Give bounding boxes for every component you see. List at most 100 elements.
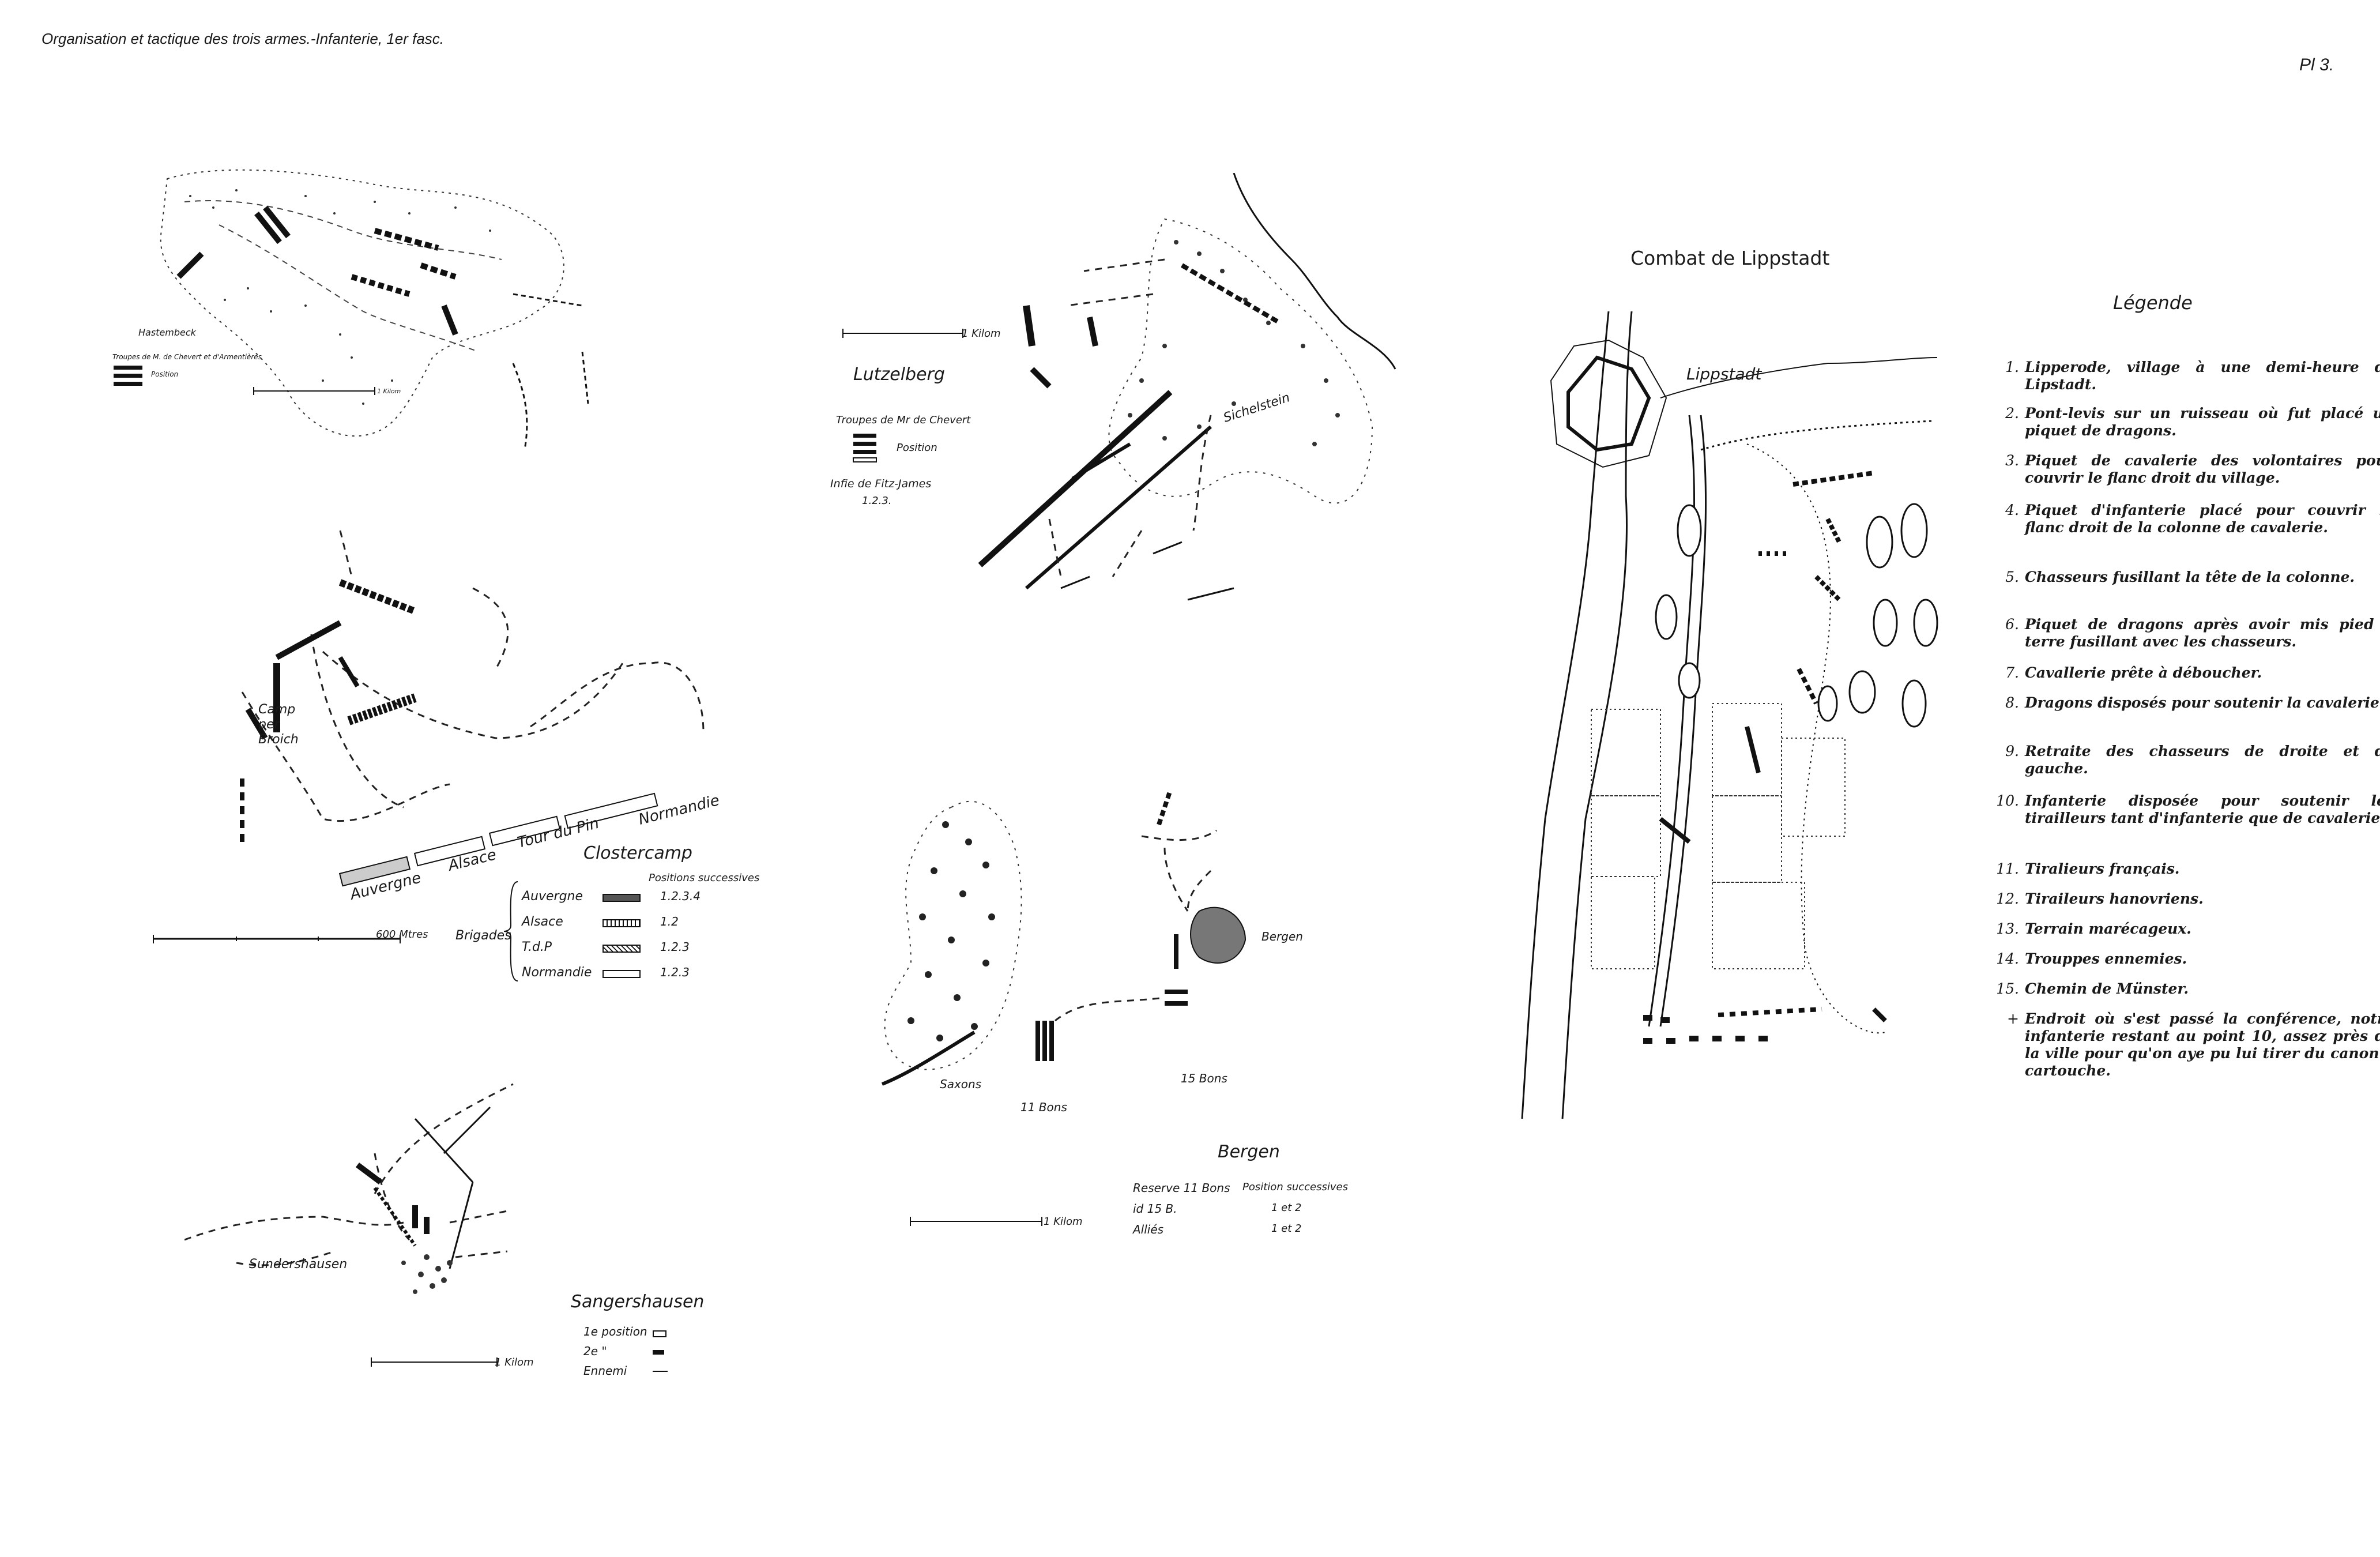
legend-item-text: Retraite des chasseurs de droite et de g… (2025, 743, 2380, 777)
bergen-saxons-line (881, 1031, 976, 1086)
bergen-scale-bar (910, 1217, 1042, 1226)
brigade-positions: 1.2.3 (660, 965, 690, 979)
lutzelberg-troops: Troupes de Mr de Chevert (836, 414, 971, 426)
lippstadt-marsh-clumps (1655, 503, 1938, 728)
legend-item: 9. Retraite des chasseurs de droite et de… (2005, 743, 2380, 777)
sangershausen-map (184, 1083, 514, 1294)
hastembeck-wood-outline (160, 169, 564, 437)
legend-item-text: Piquet d'infanterie placé pour couvrir l… (2025, 502, 2380, 536)
hastembeck-title: Hastembeck (138, 327, 196, 338)
enemy-symbol (653, 1371, 668, 1372)
brigade-name: Normandie (522, 965, 592, 980)
sangershausen-scale-label: 1 Kilom (495, 1356, 534, 1368)
lippstadt-troop-positions (1659, 471, 1887, 1022)
lippstadt-road (1648, 415, 1696, 1027)
lutzelberg-scale-bar (842, 329, 963, 338)
bergen-trees (907, 821, 995, 1041)
legend-item-text: Terrain marécageux. (2025, 920, 2191, 937)
sangershausen-town-label: Sundershausen (249, 1257, 348, 1272)
lutzelberg-position-label: Position (897, 442, 937, 454)
brigade-name: T.d.P (522, 940, 552, 954)
brigade-positions: 1.2.3 (660, 940, 690, 954)
sangershausen-legend-label: 1e position (583, 1325, 647, 1338)
legend-item-number: 4. (2005, 502, 2019, 518)
bergen-legend-row: id 15 B. 1 et 2 (1133, 1202, 1375, 1223)
brigade-symbol-normandie (602, 970, 641, 978)
bergen-map (881, 789, 1247, 1086)
legend-item-number: 9. (2005, 743, 2019, 759)
legend-item-number: 3. (2005, 452, 2019, 469)
lutzelberg-enemy-marks (1060, 541, 1234, 601)
lutzelberg-fitz-positions: 1.2.3. (862, 495, 892, 507)
legend-item-number: 8. (2005, 694, 2019, 711)
brigade-row: Alsace 1.2 (522, 912, 741, 938)
lutzelberg-trees (1128, 240, 1340, 446)
bergen-legend-desc: 1 et 2 (1271, 1223, 1302, 1235)
clostercamp-scale-label: 600 Mtres (376, 928, 428, 941)
bergen-town-block (1190, 907, 1247, 964)
legend-item-text: Tiraileurs hanovriens. (2025, 890, 2204, 907)
lippstadt-legend: 1.Lipperode, village à une demi-heure de… (1996, 359, 2380, 1120)
clostercamp-map: Auvergne Alsace Tour du Pin Normandie (240, 530, 721, 904)
legend-item: 2.Pont-levis sur un ruisseau où fut plac… (2005, 405, 2380, 439)
bergen-routes (1055, 829, 1217, 1022)
sangershausen-legend: 1e position 2e " Ennemi (583, 1325, 699, 1383)
lippstadt-river-west (1521, 311, 1610, 1119)
legend-item-number: + (2007, 1010, 2019, 1027)
legend-item: 10.Infanterie disposée pour soutenir les… (1996, 792, 2380, 827)
bergen-legend-label: Alliés (1133, 1223, 1164, 1236)
clostercamp-brigades-label: Brigades (455, 928, 511, 943)
sangershausen-legend-label: Ennemi (583, 1364, 627, 1378)
legend-item: 6.Piquet de dragons après avoir mis pied… (2005, 616, 2380, 650)
hastembeck-troops: Troupes de M. de Chevert et d'Armentière… (112, 353, 262, 361)
legend-item-number: 14. (1996, 950, 2019, 967)
hastembeck-scale-bar (253, 387, 375, 395)
bergen-15-bons-label: 15 Bons (1181, 1071, 1227, 1085)
clostercamp-positions (240, 579, 417, 842)
sangershausen-troop-positions (356, 1163, 430, 1247)
plate-number: Pl 3. (2299, 55, 2334, 74)
sangershausen-routes (184, 1083, 514, 1266)
legend-item: 8. Dragons disposés pour soutenir la cava… (2005, 694, 2380, 712)
bergen-scale-label: 1 Kilom (1044, 1216, 1083, 1228)
lippstadt-river-east (1561, 311, 1633, 1119)
legend-item-number: 2. (2005, 405, 2019, 422)
lippstadt-road-2 (1659, 415, 1707, 1027)
brigade-symbol-auvergne (602, 894, 641, 902)
clostercamp-brace (503, 881, 518, 981)
legend-item: 14.Trouppes ennemies. (1996, 950, 2380, 968)
first-position-symbol (653, 1330, 666, 1337)
plate-header-title: Organisation et tactique des trois armes… (42, 30, 445, 47)
legend-item: +Endroit où s'est passé la conférence, n… (2007, 1010, 2380, 1080)
bergen-legend-row: Alliés 1 et 2 (1133, 1223, 1375, 1243)
legend-item: 3.Piquet de cavalerie des volontaires po… (2005, 452, 2380, 487)
sangershausen-title: Sangershausen (571, 1292, 705, 1312)
brigade-positions: 1.2.3.4 (660, 889, 701, 903)
clostercamp-camp-label: Camp per Broich (258, 702, 299, 747)
brigade-row: T.d.P 1.2.3 (522, 938, 741, 963)
lippstadt-fortress-outer (1550, 339, 1667, 468)
legend-item: 1.Lipperode, village à une demi-heure de… (2005, 359, 2380, 393)
legend-item-number: 13. (1996, 920, 2019, 937)
legend-item-text: Lipperode, village à une demi-heure de L… (2025, 359, 2380, 393)
clostercamp-title: Clostercamp (583, 843, 692, 863)
clostercamp-routes (241, 530, 705, 822)
lippstadt-marsh-boundary (1746, 443, 1886, 1034)
bergen-legend-desc: 1 et 2 (1271, 1202, 1302, 1214)
bergen-legend: Reserve 11 Bons Position successives id … (1133, 1181, 1375, 1243)
legend-item: 7.Cavallerie prête à déboucher. (2005, 664, 2380, 682)
brigade-symbol-alsace (602, 919, 641, 927)
hastembeck-map (160, 169, 589, 450)
brigade-row: Auvergne 1.2.3.4 (522, 887, 741, 912)
hastembeck-road (184, 200, 502, 260)
brigade-name: Auvergne (522, 889, 583, 904)
legend-item: 13. Terrain marécageux. (1996, 920, 2380, 938)
sangershausen-legend-label: 2e " (583, 1344, 607, 1358)
legend-item-text: Infanterie disposée pour soutenir les ti… (2025, 792, 2380, 826)
hastembeck-troop-blocks (176, 205, 458, 336)
sangershausen-legend-row: Ennemi (583, 1364, 699, 1383)
legend-item-text: Dragons disposés pour soutenir la cavale… (2025, 694, 2380, 711)
legend-item: 4. Piquet d'infanterie placé pour couvrir… (2005, 502, 2380, 536)
sangershausen-village (401, 1254, 453, 1294)
legend-item: 5.Chasseurs fusillant la tête de la colo… (2005, 569, 2380, 586)
